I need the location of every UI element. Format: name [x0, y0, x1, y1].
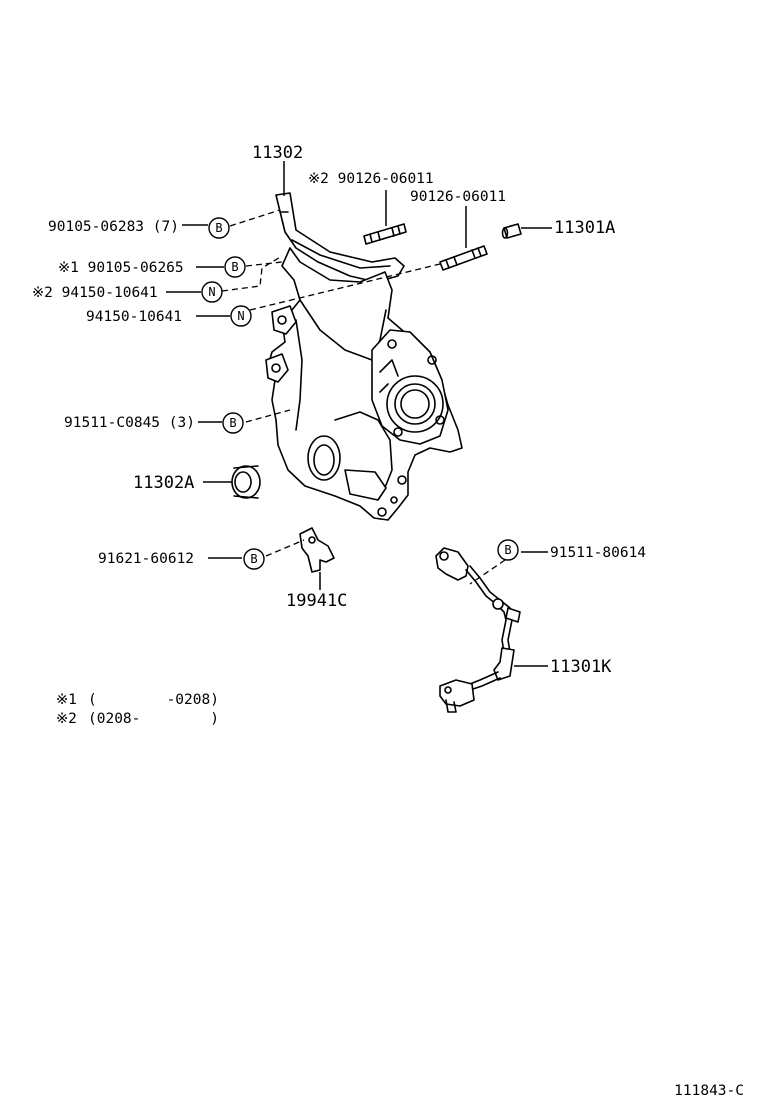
svg-text:B: B: [504, 543, 511, 557]
footnote-1: ※1 ( -0208): [56, 692, 219, 708]
svg-text:B: B: [229, 416, 236, 430]
callout-badge-b: B: [243, 548, 265, 570]
label-90105-06283: 90105-06283 (7): [48, 219, 179, 235]
label-stud: 90126-06011: [410, 189, 506, 205]
label-stud-note2: ※2 90126-06011: [308, 171, 434, 187]
svg-text:N: N: [237, 309, 244, 323]
svg-text:B: B: [231, 260, 238, 274]
dowel-pin: [501, 223, 522, 239]
svg-text:N: N: [208, 285, 215, 299]
timing-chain-cover: [265, 192, 463, 521]
footnote-range: ( -0208): [88, 692, 219, 708]
label-19941c: 19941C: [286, 591, 347, 611]
figure-code: 111843-C: [674, 1083, 744, 1099]
svg-text:B: B: [215, 221, 222, 235]
stud-bolt-lower: [439, 245, 488, 271]
label-11302a: 11302A: [133, 473, 194, 493]
crankshaft-position-sensor: [435, 547, 521, 713]
label-11301a: 11301A: [554, 218, 615, 238]
footnote-mark: ※2: [56, 711, 77, 727]
footnote-2: ※2 (0208- ): [56, 711, 219, 727]
callout-badge-b: B: [497, 539, 519, 561]
footnote-range: (0208- ): [88, 711, 219, 727]
label-11302: 11302: [252, 143, 303, 163]
label-91511-80614: 91511-80614: [550, 545, 646, 561]
sensor-bracket: [299, 527, 335, 573]
callout-badge-n: N: [230, 305, 252, 327]
label-11301k: 11301K: [550, 657, 612, 677]
label-91511-c0845: 91511-C0845 (3): [64, 415, 195, 431]
label-94150-10641: 94150-10641: [86, 309, 182, 325]
callout-badge-b: B: [208, 217, 230, 239]
label-94150-10641-note2: ※2 94150-10641: [32, 285, 158, 301]
oil-seal: [231, 465, 261, 499]
stud-bolt-upper: [363, 223, 407, 245]
label-91621-60612: 91621-60612: [98, 551, 194, 567]
svg-text:B: B: [250, 552, 257, 566]
leader-lines: [166, 161, 552, 667]
label-90105-06265: ※1 90105-06265: [58, 260, 184, 276]
footnote-mark: ※1: [56, 692, 77, 708]
callout-badge-b: B: [222, 412, 244, 434]
callout-badge-n: N: [201, 281, 223, 303]
callout-badge-b: B: [224, 256, 246, 278]
